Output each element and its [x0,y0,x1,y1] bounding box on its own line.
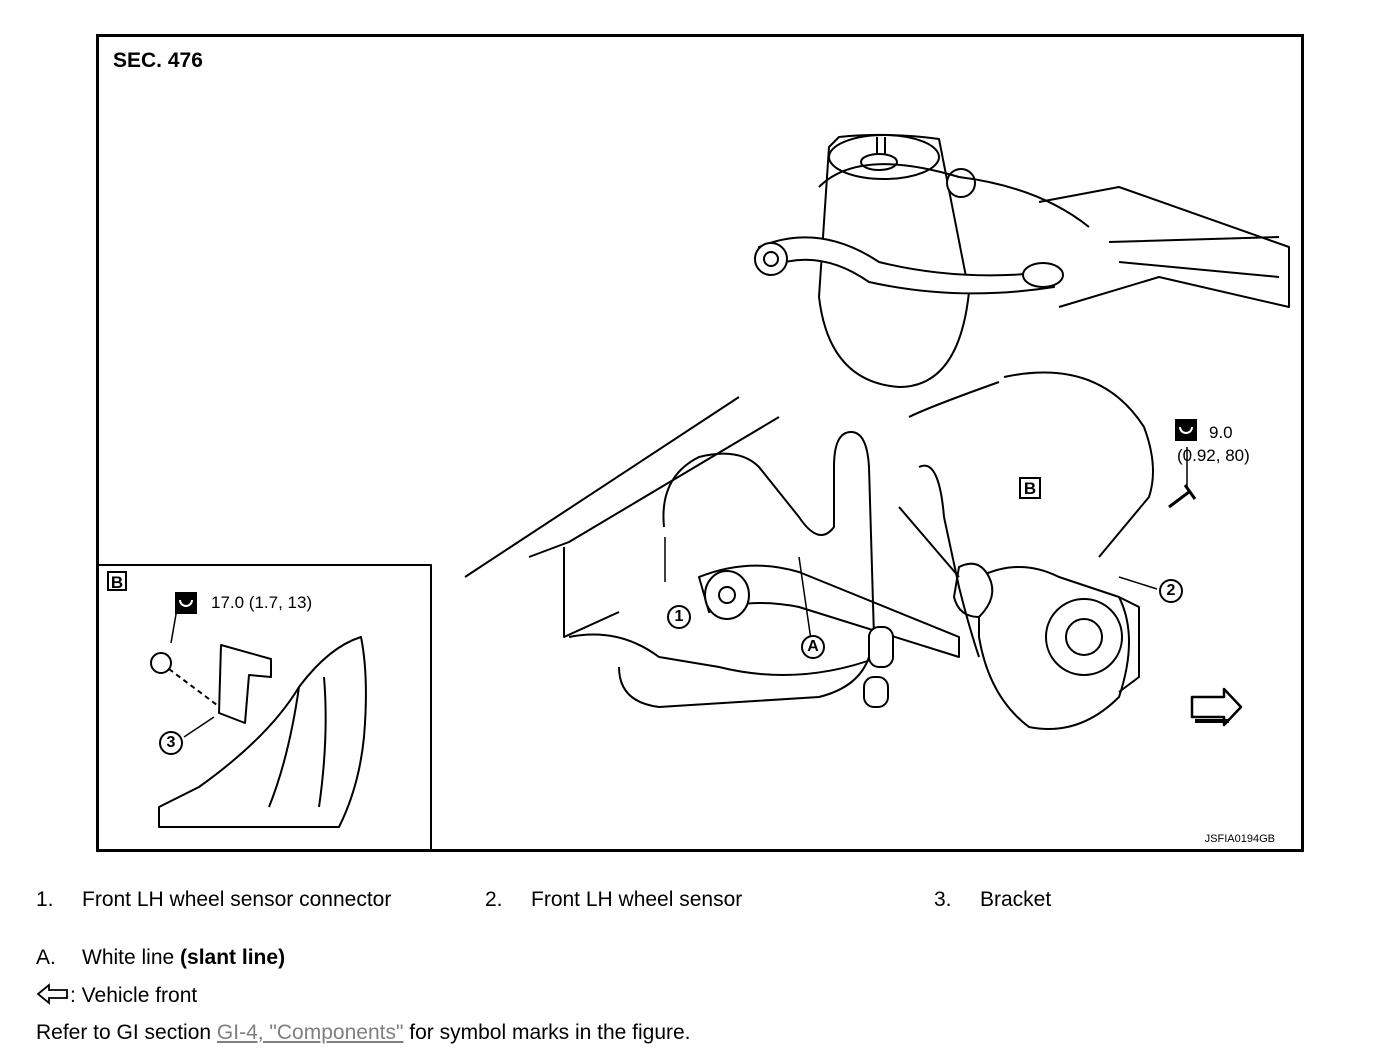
torque-spec-inset: 17.0 (1.7, 13) [211,593,313,612]
torque-spec-main: 9.0 (0.92, 80) [1177,421,1250,467]
callout-1: 1 [667,605,691,629]
legend-item-a: A.White line (slant line) [36,946,286,969]
callout-a: A [801,635,825,659]
torque-wrench-icon [175,592,197,614]
callout-b: B [1019,477,1041,499]
figure-frame: SEC. 476 JSFIA0194GB 9.0 (0.92, 80) B 17… [96,34,1304,852]
section-label: SEC. 476 [113,49,203,72]
refer-note: Refer to GI section GI-4, "Components" f… [36,1021,691,1044]
components-link[interactable]: GI-4, "Components" [216,1021,404,1044]
legend-item-1: 1.Front LH wheel sensor connector [36,888,392,911]
legend-item-3: 3.Bracket [934,888,1052,911]
legend-item-2: 2.Front LH wheel sensor [485,888,743,911]
figure-code: JSFIA0194GB [1204,833,1275,845]
torque-wrench-icon [1175,419,1197,441]
vehicle-front-arrow-icon [1190,687,1243,727]
vehicle-front-arrow-icon [36,983,68,1005]
inset-label-b: B [107,571,127,592]
torque-value: 9.0 [1209,423,1233,442]
callout-3: 3 [159,731,183,755]
inset-border [99,564,432,849]
vehicle-front-note: : Vehicle front [36,983,197,1008]
torque-detail: (0.92, 80) [1177,446,1250,465]
callout-2: 2 [1159,579,1183,603]
suspension-drawing [99,133,1290,849]
